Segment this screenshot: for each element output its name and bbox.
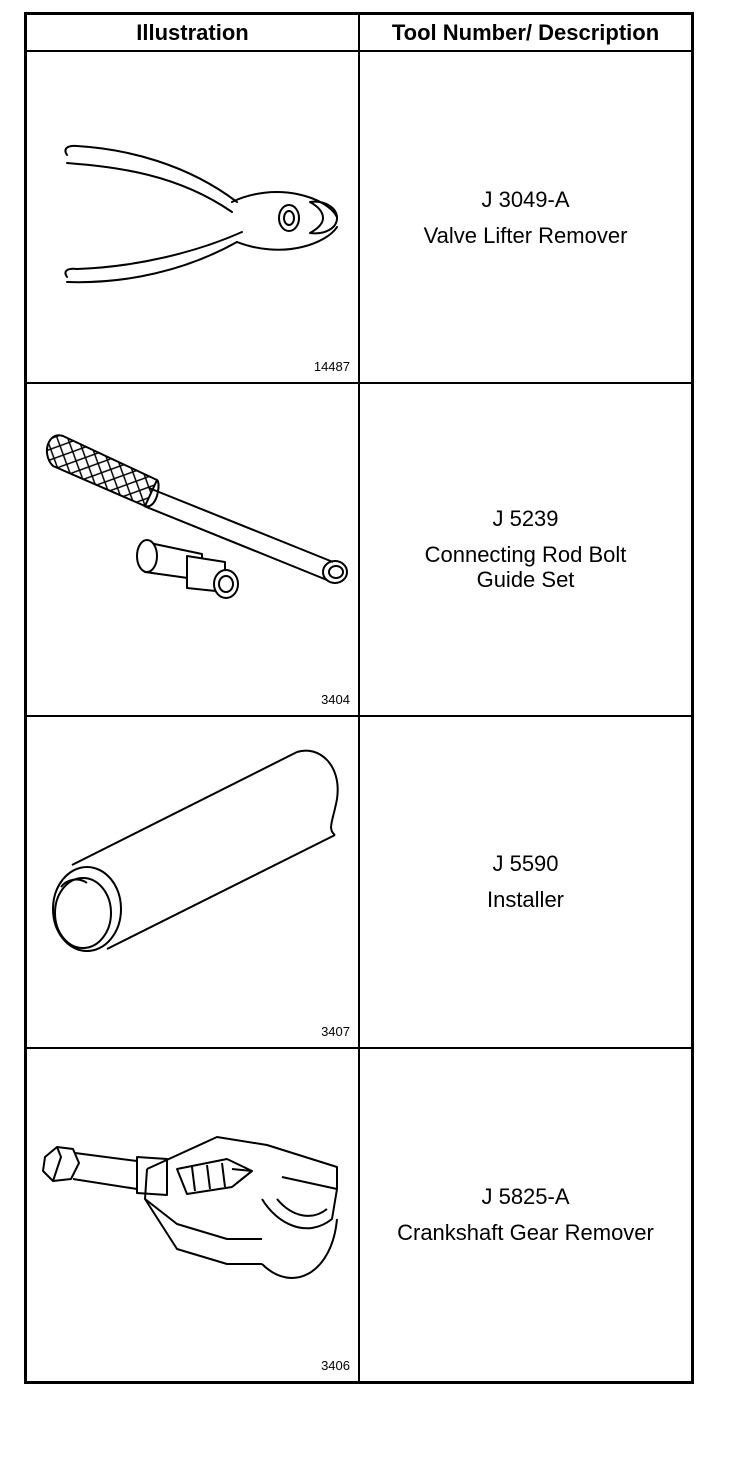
- description-cell-3: J 5590 Installer: [360, 717, 691, 1049]
- illustration-cell-3: 3407: [27, 716, 360, 1049]
- illustration-cell-4: 3406: [27, 1048, 360, 1381]
- description-cell-1: J 3049-A Valve Lifter Remover: [360, 52, 691, 385]
- ref-number: 3407: [321, 1023, 350, 1039]
- illustration-cell-2: 3404: [27, 384, 360, 717]
- header-illustration: Illustration: [27, 15, 360, 52]
- header-tool-description: Tool Number/ Description: [360, 15, 691, 52]
- tool-number: J 5590: [492, 851, 559, 877]
- tool-description: Connecting Rod Bolt: [424, 542, 627, 568]
- gear-puller-icon: [27, 1049, 358, 1380]
- description-cell-4: J 5825-A Crankshaft Gear Remover: [360, 1049, 691, 1381]
- knurled-rod-guide-icon: [27, 384, 358, 715]
- tool-number: J 3049-A: [481, 186, 570, 212]
- cylinder-installer-icon: [27, 717, 358, 1048]
- tool-number: J 5825-A: [481, 1184, 570, 1210]
- tool-description-line2: Guide Set: [476, 567, 575, 593]
- ref-number: 3406: [321, 1358, 350, 1373]
- tool-description: Installer: [486, 887, 565, 913]
- tool-number: J 5239: [492, 506, 559, 532]
- description-cell-2: J 5239 Connecting Rod Bolt Guide Set: [360, 384, 691, 717]
- tool-description: Crankshaft Gear Remover: [397, 1220, 654, 1246]
- illustration-cell-1: 14487: [27, 52, 360, 385]
- ref-number: 3404: [321, 691, 350, 707]
- tool-table: Illustration Tool Number/ Description 14…: [24, 12, 694, 1384]
- pliers-icon: [27, 52, 358, 383]
- ref-number: 14487: [313, 359, 350, 375]
- tool-description: Valve Lifter Remover: [423, 222, 628, 248]
